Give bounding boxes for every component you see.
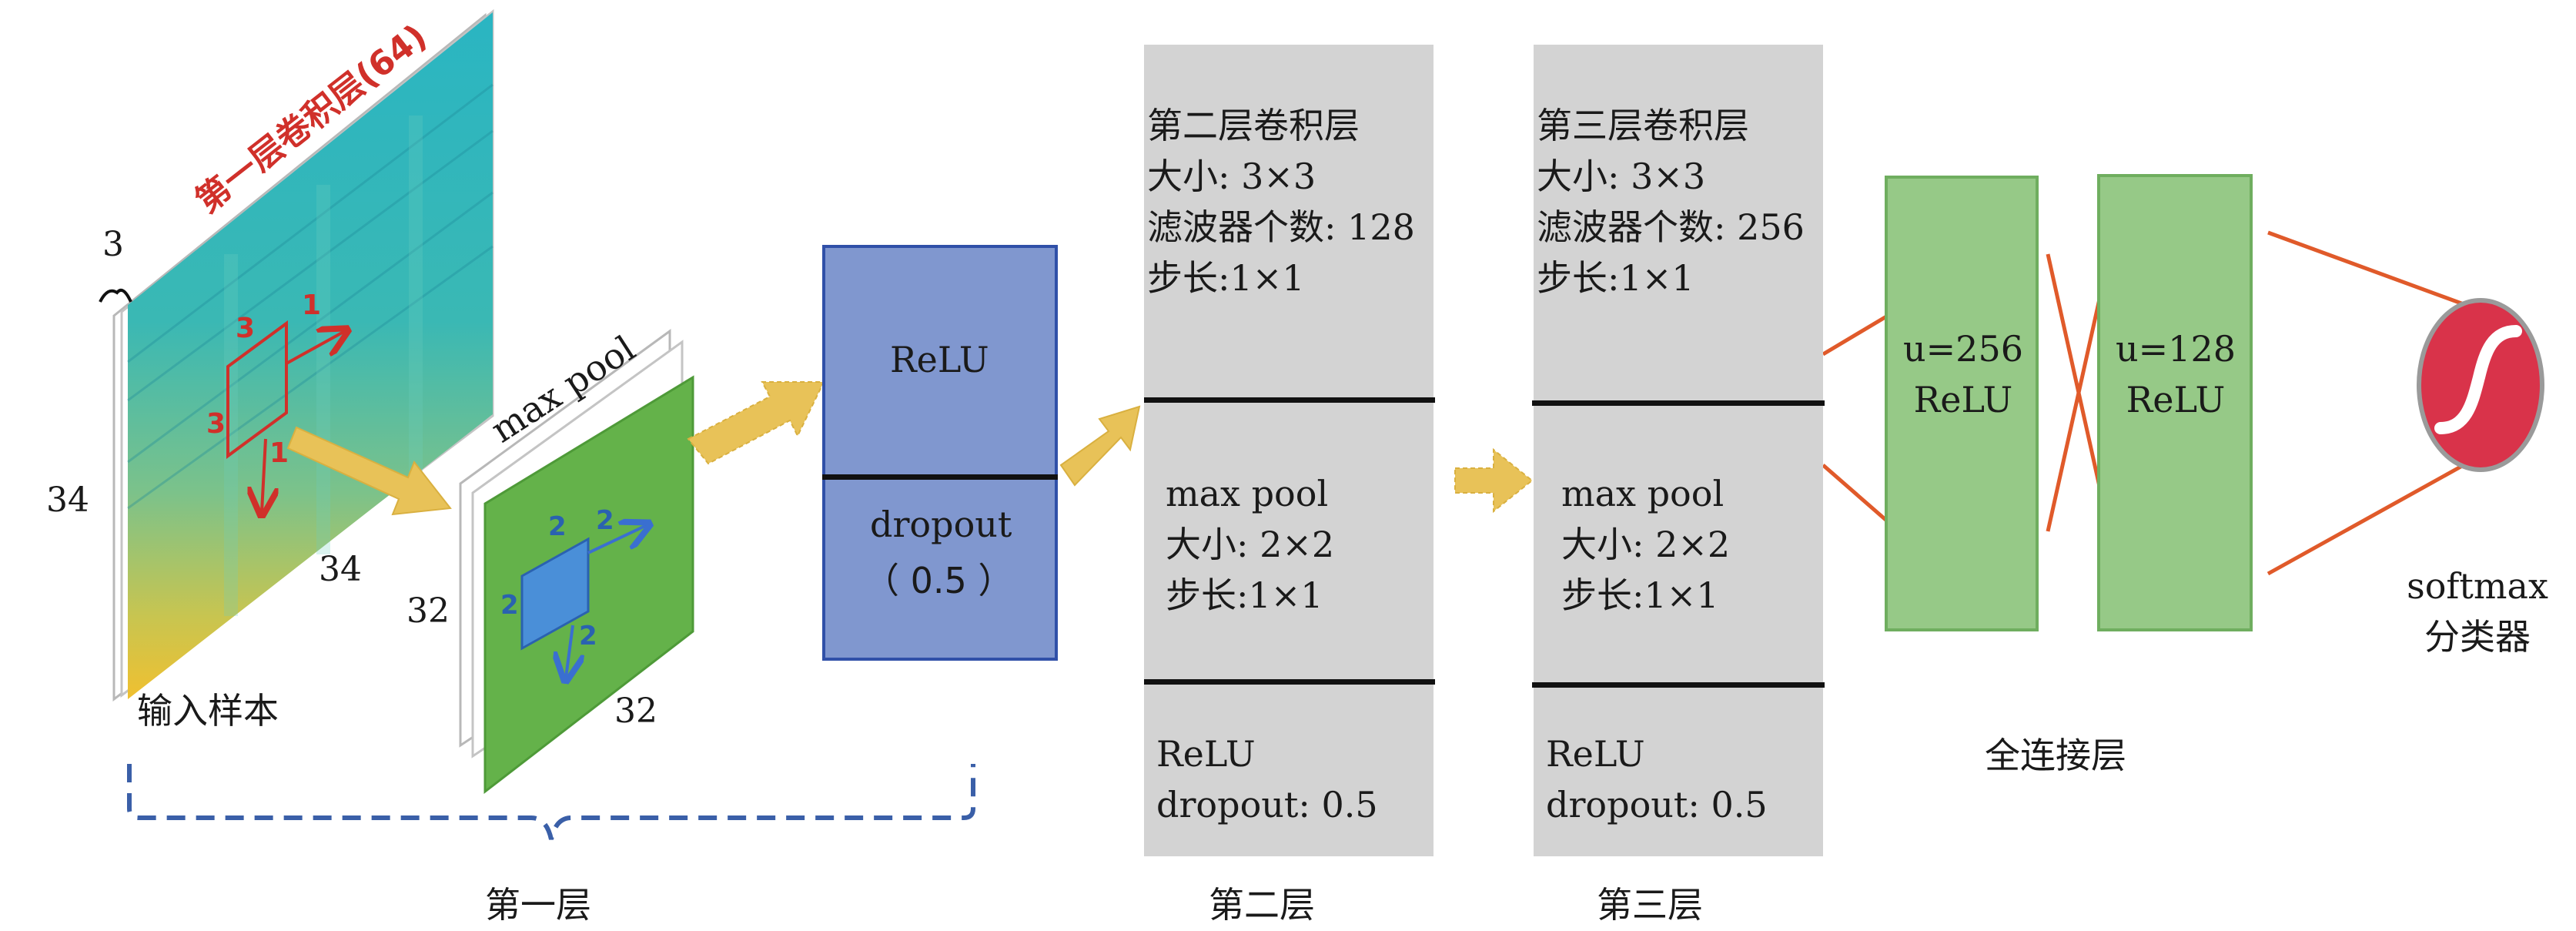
layer3-act-dropout: dropout: 0.5 xyxy=(1546,784,1768,826)
layer2-divider-2 xyxy=(1144,679,1435,685)
layer2-act-relu: ReLU xyxy=(1156,733,1256,775)
kernel-w-label: 3 xyxy=(236,313,256,344)
layer3-column xyxy=(1534,45,1823,856)
relu-label: ReLU xyxy=(890,339,989,380)
caption-layer3: 第三层 xyxy=(1597,884,1703,926)
layer2-conv-title: 第二层卷积层 xyxy=(1147,105,1360,146)
pool-stride-h-label: 2 xyxy=(579,621,597,651)
layer3-pool-text: max pool 大小: 2×2 步长:1×1 xyxy=(1561,468,1730,621)
flow-arrow-2 xyxy=(687,381,825,465)
softmax-text: softmax 分类器 xyxy=(2400,561,2554,662)
layer3-pool-title: max pool xyxy=(1561,473,1725,514)
layer3-pool-stride: 步长:1×1 xyxy=(1561,574,1719,616)
layer2-pool-title: max pool xyxy=(1166,473,1329,514)
layer2-conv-size: 大小: 3×3 xyxy=(1147,156,1316,197)
fc2-units: u=128 xyxy=(2116,328,2236,370)
pool-width-label: 32 xyxy=(614,692,657,731)
layer2-column xyxy=(1144,45,1434,856)
input-sample-label: 输入样本 xyxy=(137,690,279,732)
spectrogram-sheet xyxy=(128,12,493,699)
relu-dropout-block xyxy=(822,245,1058,661)
pool-stride-down xyxy=(566,625,573,678)
caption-fc: 全连接层 xyxy=(1985,735,2126,776)
layer3-act-text: ReLU dropout: 0.5 xyxy=(1546,728,1768,830)
pool-stack xyxy=(459,329,694,795)
softmax-label: softmax xyxy=(2407,565,2548,607)
pool-kernel-h-label: 2 xyxy=(500,590,519,621)
fc2-activation: ReLU xyxy=(2126,379,2226,420)
input-height-label: 34 xyxy=(46,481,89,520)
layer3-conv-text: 第三层卷积层 大小: 3×3 滤波器个数: 256 步长:1×1 xyxy=(1537,100,1805,303)
flow-arrow-4 xyxy=(1454,447,1534,514)
kernel-h-label: 3 xyxy=(206,408,226,440)
pool-stride-right xyxy=(587,525,647,554)
fc1-units: u=256 xyxy=(1903,328,2023,370)
layer3-conv-size: 大小: 3×3 xyxy=(1537,156,1706,197)
layer3-conv-stride: 步长:1×1 xyxy=(1537,257,1694,299)
caption-layer2: 第二层 xyxy=(1209,884,1315,926)
pool-kernel xyxy=(520,537,590,651)
layer2-conv-text: 第二层卷积层 大小: 3×3 滤波器个数: 128 步长:1×1 xyxy=(1147,100,1415,303)
layer2-pool-size: 大小: 2×2 xyxy=(1166,524,1335,565)
layer3-conv-title: 第三层卷积层 xyxy=(1537,105,1749,146)
stride-arrow-down xyxy=(262,438,266,512)
fc1-activation: ReLU xyxy=(1913,379,2013,420)
layer1-brace xyxy=(127,764,975,840)
fc1-text: u=256 ReLU xyxy=(1902,323,2025,425)
classifier-label: 分类器 xyxy=(2424,616,2531,658)
layer2-pool-text: max pool 大小: 2×2 步长:1×1 xyxy=(1166,468,1334,621)
caption-layer1: 第一层 xyxy=(485,884,591,926)
layer2-pool-stride: 步长:1×1 xyxy=(1166,574,1323,616)
layer3-act-relu: ReLU xyxy=(1546,733,1645,775)
softmax-node xyxy=(2417,298,2544,472)
layer2-conv-stride: 步长:1×1 xyxy=(1147,257,1305,299)
fc2-text: u=128 ReLU xyxy=(2114,323,2237,425)
layer2-act-text: ReLU dropout: 0.5 xyxy=(1156,728,1378,830)
layer3-divider-1 xyxy=(1532,400,1825,406)
dropout-rate-label: （ 0.5 ） xyxy=(864,560,1014,601)
flow-arrow-1 xyxy=(286,426,452,516)
stride-w-label: 1 xyxy=(302,290,322,321)
depth-brace xyxy=(99,289,132,303)
layer2-divider-1 xyxy=(1144,397,1435,403)
input-width-label: 34 xyxy=(319,550,362,589)
stride-h-label: 1 xyxy=(269,437,289,469)
input-stack xyxy=(99,8,494,702)
pool-stride-w-label: 2 xyxy=(596,505,614,536)
conv-kernel xyxy=(226,320,288,459)
layer3-pool-size: 大小: 2×2 xyxy=(1561,524,1731,565)
sigmoid-icon xyxy=(2434,325,2522,434)
flow-arrow-3 xyxy=(1059,405,1141,487)
layer2-act-dropout: dropout: 0.5 xyxy=(1156,784,1378,826)
dropout-label: dropout xyxy=(870,504,1012,545)
stride-arrow-right xyxy=(286,331,345,365)
pool-kernel-w-label: 2 xyxy=(548,511,567,542)
relu-dropout-divider xyxy=(822,474,1058,480)
layer3-conv-filters: 滤波器个数: 256 xyxy=(1537,206,1805,248)
pool-height-label: 32 xyxy=(406,591,450,631)
fc-layer-1 xyxy=(1885,176,2039,631)
layer2-conv-filters: 滤波器个数: 128 xyxy=(1147,206,1415,248)
input-depth-label: 3 xyxy=(102,225,124,264)
fc-layer-2 xyxy=(2097,174,2253,631)
layer3-divider-2 xyxy=(1532,682,1825,688)
